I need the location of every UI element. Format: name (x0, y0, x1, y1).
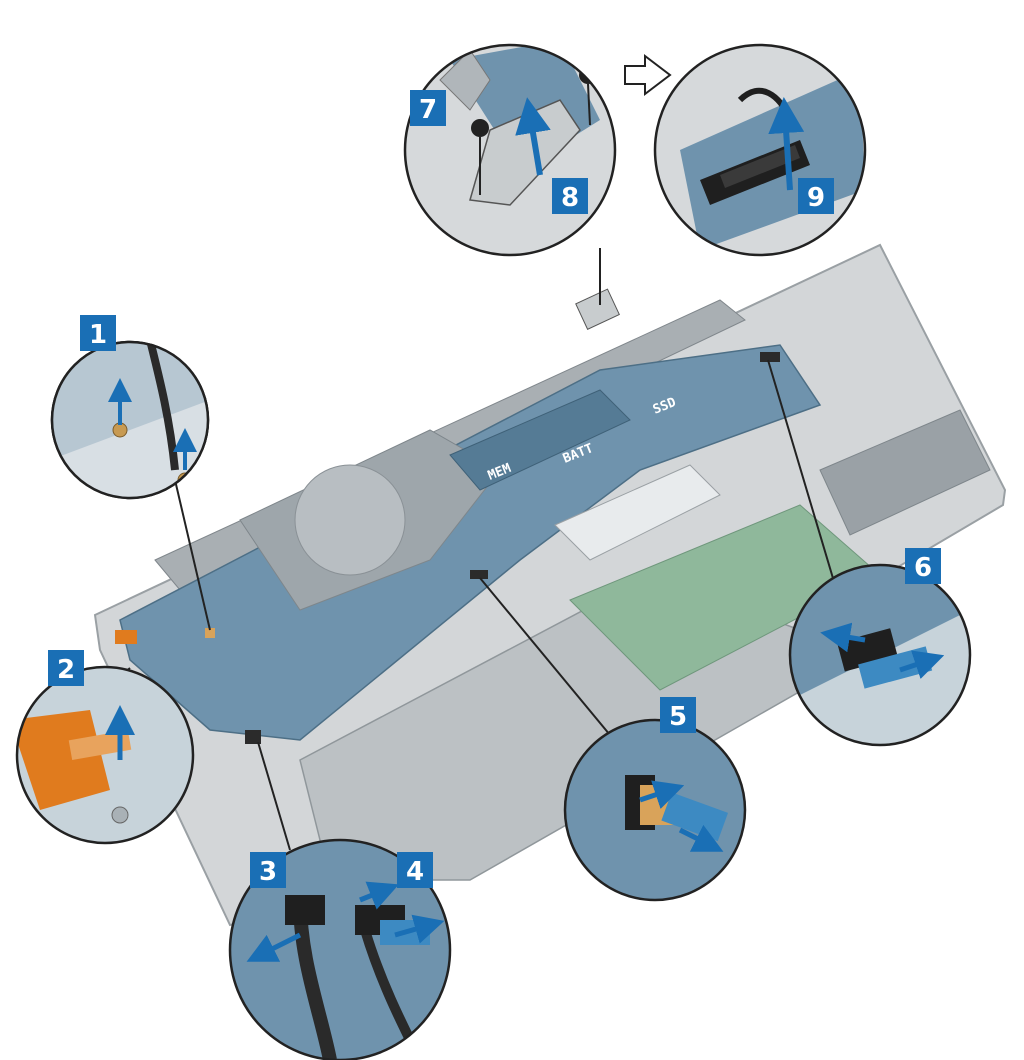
svg-text:8: 8 (561, 183, 579, 213)
lift-arrow-icon (515, 97, 551, 176)
leader-lines (109, 248, 836, 851)
svg-text:9: 9 (807, 183, 825, 213)
step-badge-1: 1 (80, 315, 116, 351)
svg-text:5: 5 (669, 702, 687, 732)
flex-2-base (115, 630, 137, 644)
right-speaker (819, 409, 991, 536)
connector-1-base (205, 628, 215, 638)
screw-icon (471, 119, 489, 137)
ssd-module (554, 464, 721, 561)
callout-hinge-bracket (403, 43, 617, 257)
slide-arrow-icon (246, 932, 302, 962)
callout-antenna-cables (50, 340, 210, 500)
svg-text:4: 4 (406, 857, 424, 887)
lift-arrow-icon (768, 97, 805, 191)
svg-text:1: 1 (89, 320, 107, 350)
laptop-base: SSD BATT MEM (93, 243, 1007, 927)
slide-arrow-icon (899, 650, 945, 679)
connector-5-base (470, 570, 488, 579)
lift-arrow-icon (820, 622, 866, 653)
svg-text:7: 7 (419, 95, 437, 125)
lift-arrow-icon (639, 780, 685, 809)
callout-flex-cable (15, 665, 195, 845)
step-badge-2: 2 (48, 650, 84, 686)
callout-connector-6 (788, 563, 972, 747)
next-step-arrow-icon (624, 53, 672, 97)
connector-6-base (760, 352, 780, 362)
callout-display-cable (653, 43, 867, 257)
slide-arrow-icon (678, 824, 724, 852)
step-badge-4: 4 (397, 852, 433, 888)
svg-text:2: 2 (57, 655, 75, 685)
step-badge-8: 8 (552, 178, 588, 214)
svg-text:6: 6 (914, 553, 932, 583)
slide-arrow-icon (394, 914, 445, 944)
fan (294, 464, 406, 576)
svg-text:3: 3 (259, 857, 277, 887)
step-badge-6: 6 (905, 548, 941, 584)
step-badge-5: 5 (660, 697, 696, 733)
callout-connector-5 (563, 718, 747, 902)
step-badge-9: 9 (798, 178, 834, 214)
callout-cables-3-4 (228, 838, 452, 1060)
connector-3-base (245, 730, 261, 744)
step-badge-7: 7 (410, 90, 446, 126)
hinge-bracket (575, 288, 620, 330)
memory-area (449, 389, 631, 491)
step-badge-3: 3 (250, 852, 286, 888)
lift-arrow-icon (359, 881, 399, 910)
